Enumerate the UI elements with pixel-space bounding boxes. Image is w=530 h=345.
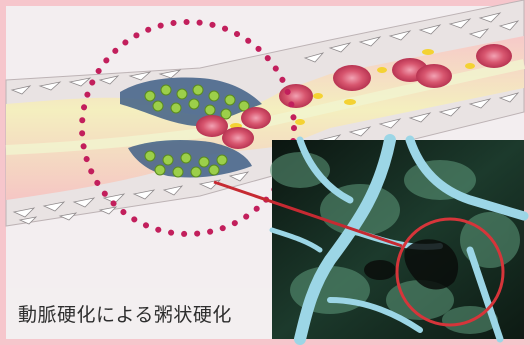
figure-caption: 動脈硬化による粥状硬化 (18, 300, 232, 327)
red-blood-cell (476, 44, 512, 68)
red-blood-cell (416, 64, 452, 88)
red-blood-cell (196, 115, 228, 137)
red-blood-cell (333, 65, 371, 91)
red-blood-cell (241, 107, 271, 129)
red-blood-cell (279, 84, 313, 108)
red-blood-cell (222, 127, 254, 149)
